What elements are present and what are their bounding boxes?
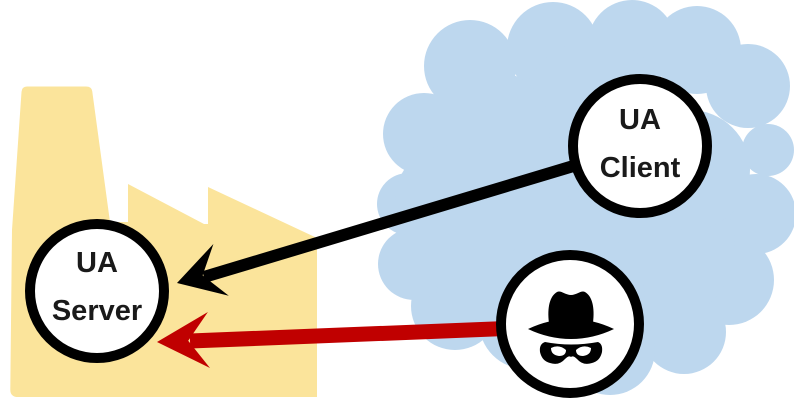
hat-brim	[528, 319, 614, 339]
client-arrow-shaft	[202, 140, 642, 283]
ua-server-label-line2: Server	[52, 295, 142, 327]
ua-client-label-line2: Client	[600, 152, 681, 184]
ua-client-node: UA Client	[568, 74, 712, 218]
client-arrowhead	[177, 244, 229, 296]
attacker-node	[496, 250, 644, 398]
ua-server-circle	[25, 219, 169, 363]
attacker-arrowhead	[157, 312, 210, 368]
ua-server-label-line1: UA	[76, 247, 118, 279]
hat-crown	[548, 291, 594, 326]
mask-left-eye	[551, 346, 566, 356]
ua-server-node: UA Server	[25, 219, 169, 363]
ua-client-circle	[568, 74, 712, 218]
ua-client-label-line1: UA	[619, 104, 661, 136]
mask-right-eye	[576, 346, 591, 356]
client-to-server-arrow	[177, 140, 642, 296]
spy-incognito-icon	[528, 291, 614, 364]
